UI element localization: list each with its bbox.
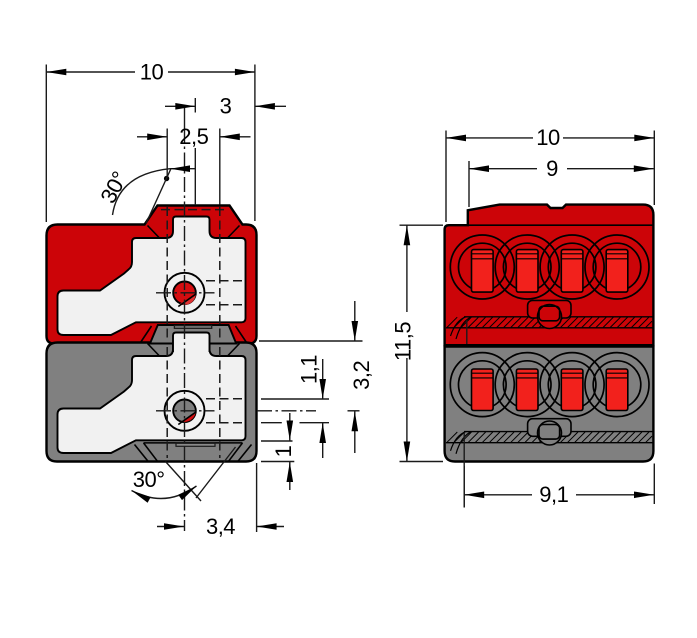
svg-text:2,5: 2,5 — [179, 124, 208, 149]
svg-text:1,1: 1,1 — [296, 355, 321, 384]
svg-text:10: 10 — [536, 125, 560, 150]
svg-text:9: 9 — [546, 156, 558, 181]
svg-text:9,1: 9,1 — [539, 482, 568, 507]
svg-text:10: 10 — [140, 59, 164, 84]
svg-text:30°: 30° — [133, 467, 165, 492]
svg-text:3,2: 3,2 — [349, 360, 374, 389]
svg-text:3,4: 3,4 — [206, 514, 235, 539]
svg-text:11,5: 11,5 — [391, 322, 416, 361]
svg-text:3: 3 — [220, 94, 232, 119]
svg-text:1: 1 — [271, 445, 296, 457]
